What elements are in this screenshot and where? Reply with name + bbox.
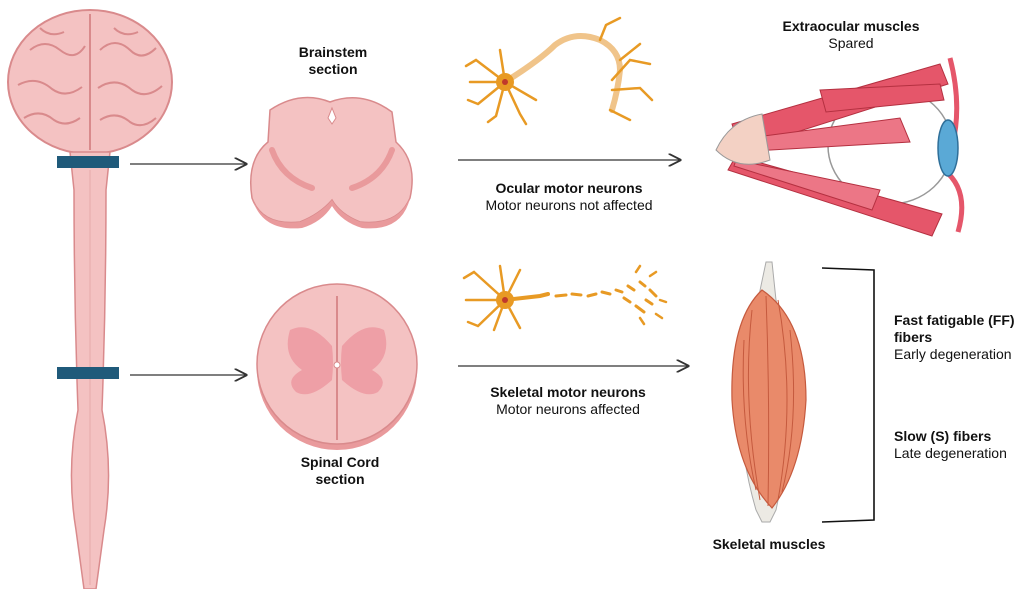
spinal-cord-label-line2: section [264,471,416,488]
spinal-cord-section-illustration [257,284,417,450]
ff-subtitle: Early degeneration [894,346,1032,363]
skeletal-muscles-label: Skeletal muscles [694,536,844,553]
brain-illustration [8,10,172,154]
brainstem-section-illustration [251,98,412,229]
extraocular-title: Extraocular muscles [766,18,936,35]
spinal-section-marker [57,367,119,379]
skeletal-title: Skeletal motor neurons [450,384,686,401]
fiber-bracket [822,268,874,522]
ocular-subtitle: Motor neurons not affected [458,197,680,214]
ocular-caption: Ocular motor neurons Motor neurons not a… [458,180,680,214]
ff-fibers-caption: Fast fatigable (FF) fibers Early degener… [894,312,1032,363]
ocular-neuron-nucleus [502,79,508,85]
skeletal-subtitle: Motor neurons affected [450,401,686,418]
slow-fibers-caption: Slow (S) fibers Late degeneration [894,428,1032,462]
skeletal-neuron-illustration [464,266,666,330]
ff-title-line2: fibers [894,329,1032,346]
spinal-cord-label-line1: Spinal Cord [264,454,416,471]
ocular-title: Ocular motor neurons [458,180,680,197]
brainstem-label: Brainstem section [268,44,398,78]
brainstem-label-line2: section [268,61,398,78]
spinal-cord-label: Spinal Cord section [264,454,416,488]
extraocular-subtitle: Spared [766,35,936,52]
skeletal-caption: Skeletal motor neurons Motor neurons aff… [450,384,686,418]
ocular-neuron-illustration [466,18,652,124]
skeletal-neuron-nucleus [502,297,508,303]
eye-muscles-illustration [716,58,962,236]
ff-title-line1: Fast fatigable (FF) [894,312,1032,329]
brainstem-section-marker [57,156,119,168]
brain-spinal-cord-illustration [8,10,172,589]
brainstem-label-line1: Brainstem [268,44,398,61]
slow-title: Slow (S) fibers [894,428,1032,445]
slow-subtitle: Late degeneration [894,445,1032,462]
extraocular-caption: Extraocular muscles Spared [766,18,936,52]
skeletal-muscle-illustration [732,262,806,522]
